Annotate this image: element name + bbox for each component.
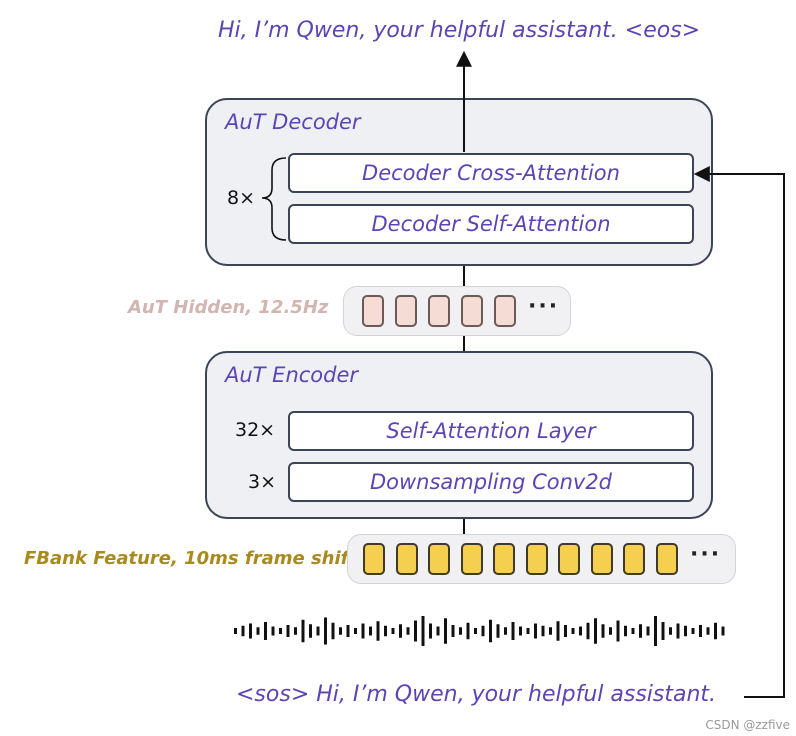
- decoder-self-attention-layer: Decoder Self-Attention: [288, 204, 694, 244]
- waveform-bar: [241, 625, 245, 637]
- waveform-bar: [466, 622, 470, 640]
- fbank-token: [493, 543, 515, 575]
- waveform-bar: [609, 627, 612, 635]
- waveform-bar: [654, 616, 657, 646]
- waveform-bar: [444, 618, 447, 644]
- fbank-ellipsis: ···: [690, 542, 722, 567]
- waveform-bar: [391, 628, 395, 634]
- hidden-token: [362, 295, 384, 327]
- waveform-bar: [541, 625, 545, 637]
- waveform-bar: [511, 622, 515, 640]
- waveform-bar: [451, 625, 455, 637]
- audio-waveform: [234, 616, 725, 646]
- waveform-bar: [526, 628, 530, 634]
- waveform-bar: [594, 618, 597, 644]
- waveform-bar: [676, 623, 680, 639]
- waveform-bar: [421, 616, 425, 646]
- waveform-bar: [286, 625, 290, 637]
- waveform-bar: [369, 626, 372, 636]
- waveform-bar: [579, 626, 582, 636]
- waveform-bar: [399, 624, 402, 638]
- waveform-bar: [346, 625, 350, 637]
- waveform-bar: [436, 626, 440, 636]
- fbank-token: [623, 543, 645, 575]
- waveform-bar: [714, 622, 717, 640]
- waveform-bar: [586, 622, 590, 640]
- waveform-bar: [256, 627, 260, 635]
- waveform-bar: [474, 628, 477, 634]
- waveform-bar: [279, 628, 282, 634]
- output-sequence: Hi, I’m Qwen, your helpful assistant. <e…: [218, 18, 701, 43]
- waveform-bar: [354, 628, 357, 634]
- encoder-title: AuT Encoder: [225, 363, 359, 387]
- waveform-bar: [684, 625, 687, 637]
- waveform-bar: [691, 628, 695, 634]
- fbank-token: [590, 543, 613, 575]
- waveform-bar: [669, 627, 672, 635]
- waveform-bar: [489, 619, 492, 643]
- waveform-bar: [699, 625, 702, 637]
- waveform-bar: [616, 620, 620, 642]
- hidden-ellipsis: ···: [528, 294, 560, 319]
- waveform-bar: [331, 622, 335, 640]
- waveform-bar: [519, 626, 522, 636]
- decoder-cross-attention-layer: Decoder Cross-Attention: [288, 153, 694, 193]
- waveform-bar: [271, 626, 275, 636]
- waveform-bar: [556, 621, 560, 641]
- waveform-bar: [534, 623, 537, 639]
- fbank-token: [558, 543, 580, 575]
- waveform-bar: [414, 620, 417, 642]
- waveform-bar: [339, 627, 342, 635]
- input-sequence: <sos> Hi, I’m Qwen, your helpful assista…: [236, 682, 717, 707]
- waveform-bar: [639, 624, 642, 638]
- waveform-bar: [504, 627, 507, 635]
- fbank-token: [428, 543, 450, 575]
- decoder-repeat-count: 8×: [227, 187, 256, 209]
- waveform-bar: [249, 623, 252, 639]
- fbank-token: [525, 543, 548, 575]
- waveform-bar: [301, 619, 305, 643]
- waveform-bar: [234, 628, 237, 634]
- encoder-downsampling-layer: Downsampling Conv2d: [288, 462, 694, 502]
- fbank-token: [460, 543, 483, 575]
- waveform-bar: [264, 622, 267, 640]
- downsampling-repeat-count: 3×: [248, 471, 277, 493]
- waveform-bar: [384, 625, 387, 637]
- hidden-label: AuT Hidden, 12.5Hz: [128, 297, 329, 318]
- waveform-bar: [564, 625, 567, 637]
- waveform-bar: [496, 624, 500, 638]
- waveform-bar: [406, 627, 410, 635]
- waveform-bar: [294, 627, 297, 635]
- watermark: CSDN @zzfive: [705, 718, 790, 732]
- hidden-token: [395, 295, 417, 327]
- fbank-label: FBank Feature, 10ms frame shift: [24, 548, 358, 569]
- waveform-bar: [316, 626, 320, 636]
- waveform-bar: [601, 624, 605, 638]
- hidden-token: [461, 295, 483, 327]
- encoder-self-attention-layer: Self-Attention Layer: [288, 411, 694, 451]
- fbank-token: [395, 543, 418, 575]
- waveform-bar: [706, 627, 710, 635]
- waveform-bar: [361, 623, 365, 639]
- waveform-bar: [549, 627, 552, 635]
- waveform-bar: [631, 628, 635, 634]
- waveform-bar: [376, 621, 380, 641]
- waveform-bar: [481, 625, 485, 637]
- waveform-bar: [646, 626, 650, 636]
- hidden-token: [494, 295, 516, 327]
- fbank-token: [363, 543, 385, 575]
- waveform-bar: [459, 627, 462, 635]
- hidden-token: [428, 295, 450, 327]
- waveform-bar: [309, 624, 312, 638]
- waveform-bar: [661, 622, 665, 640]
- waveform-bar: [324, 617, 327, 645]
- waveform-bar: [624, 625, 627, 637]
- fbank-token: [655, 543, 678, 575]
- waveform-bar: [429, 623, 432, 639]
- self-attention-repeat-count: 32×: [235, 419, 276, 441]
- waveform-bar: [571, 628, 575, 634]
- waveform-bar: [721, 626, 725, 636]
- decoder-title: AuT Decoder: [225, 110, 361, 134]
